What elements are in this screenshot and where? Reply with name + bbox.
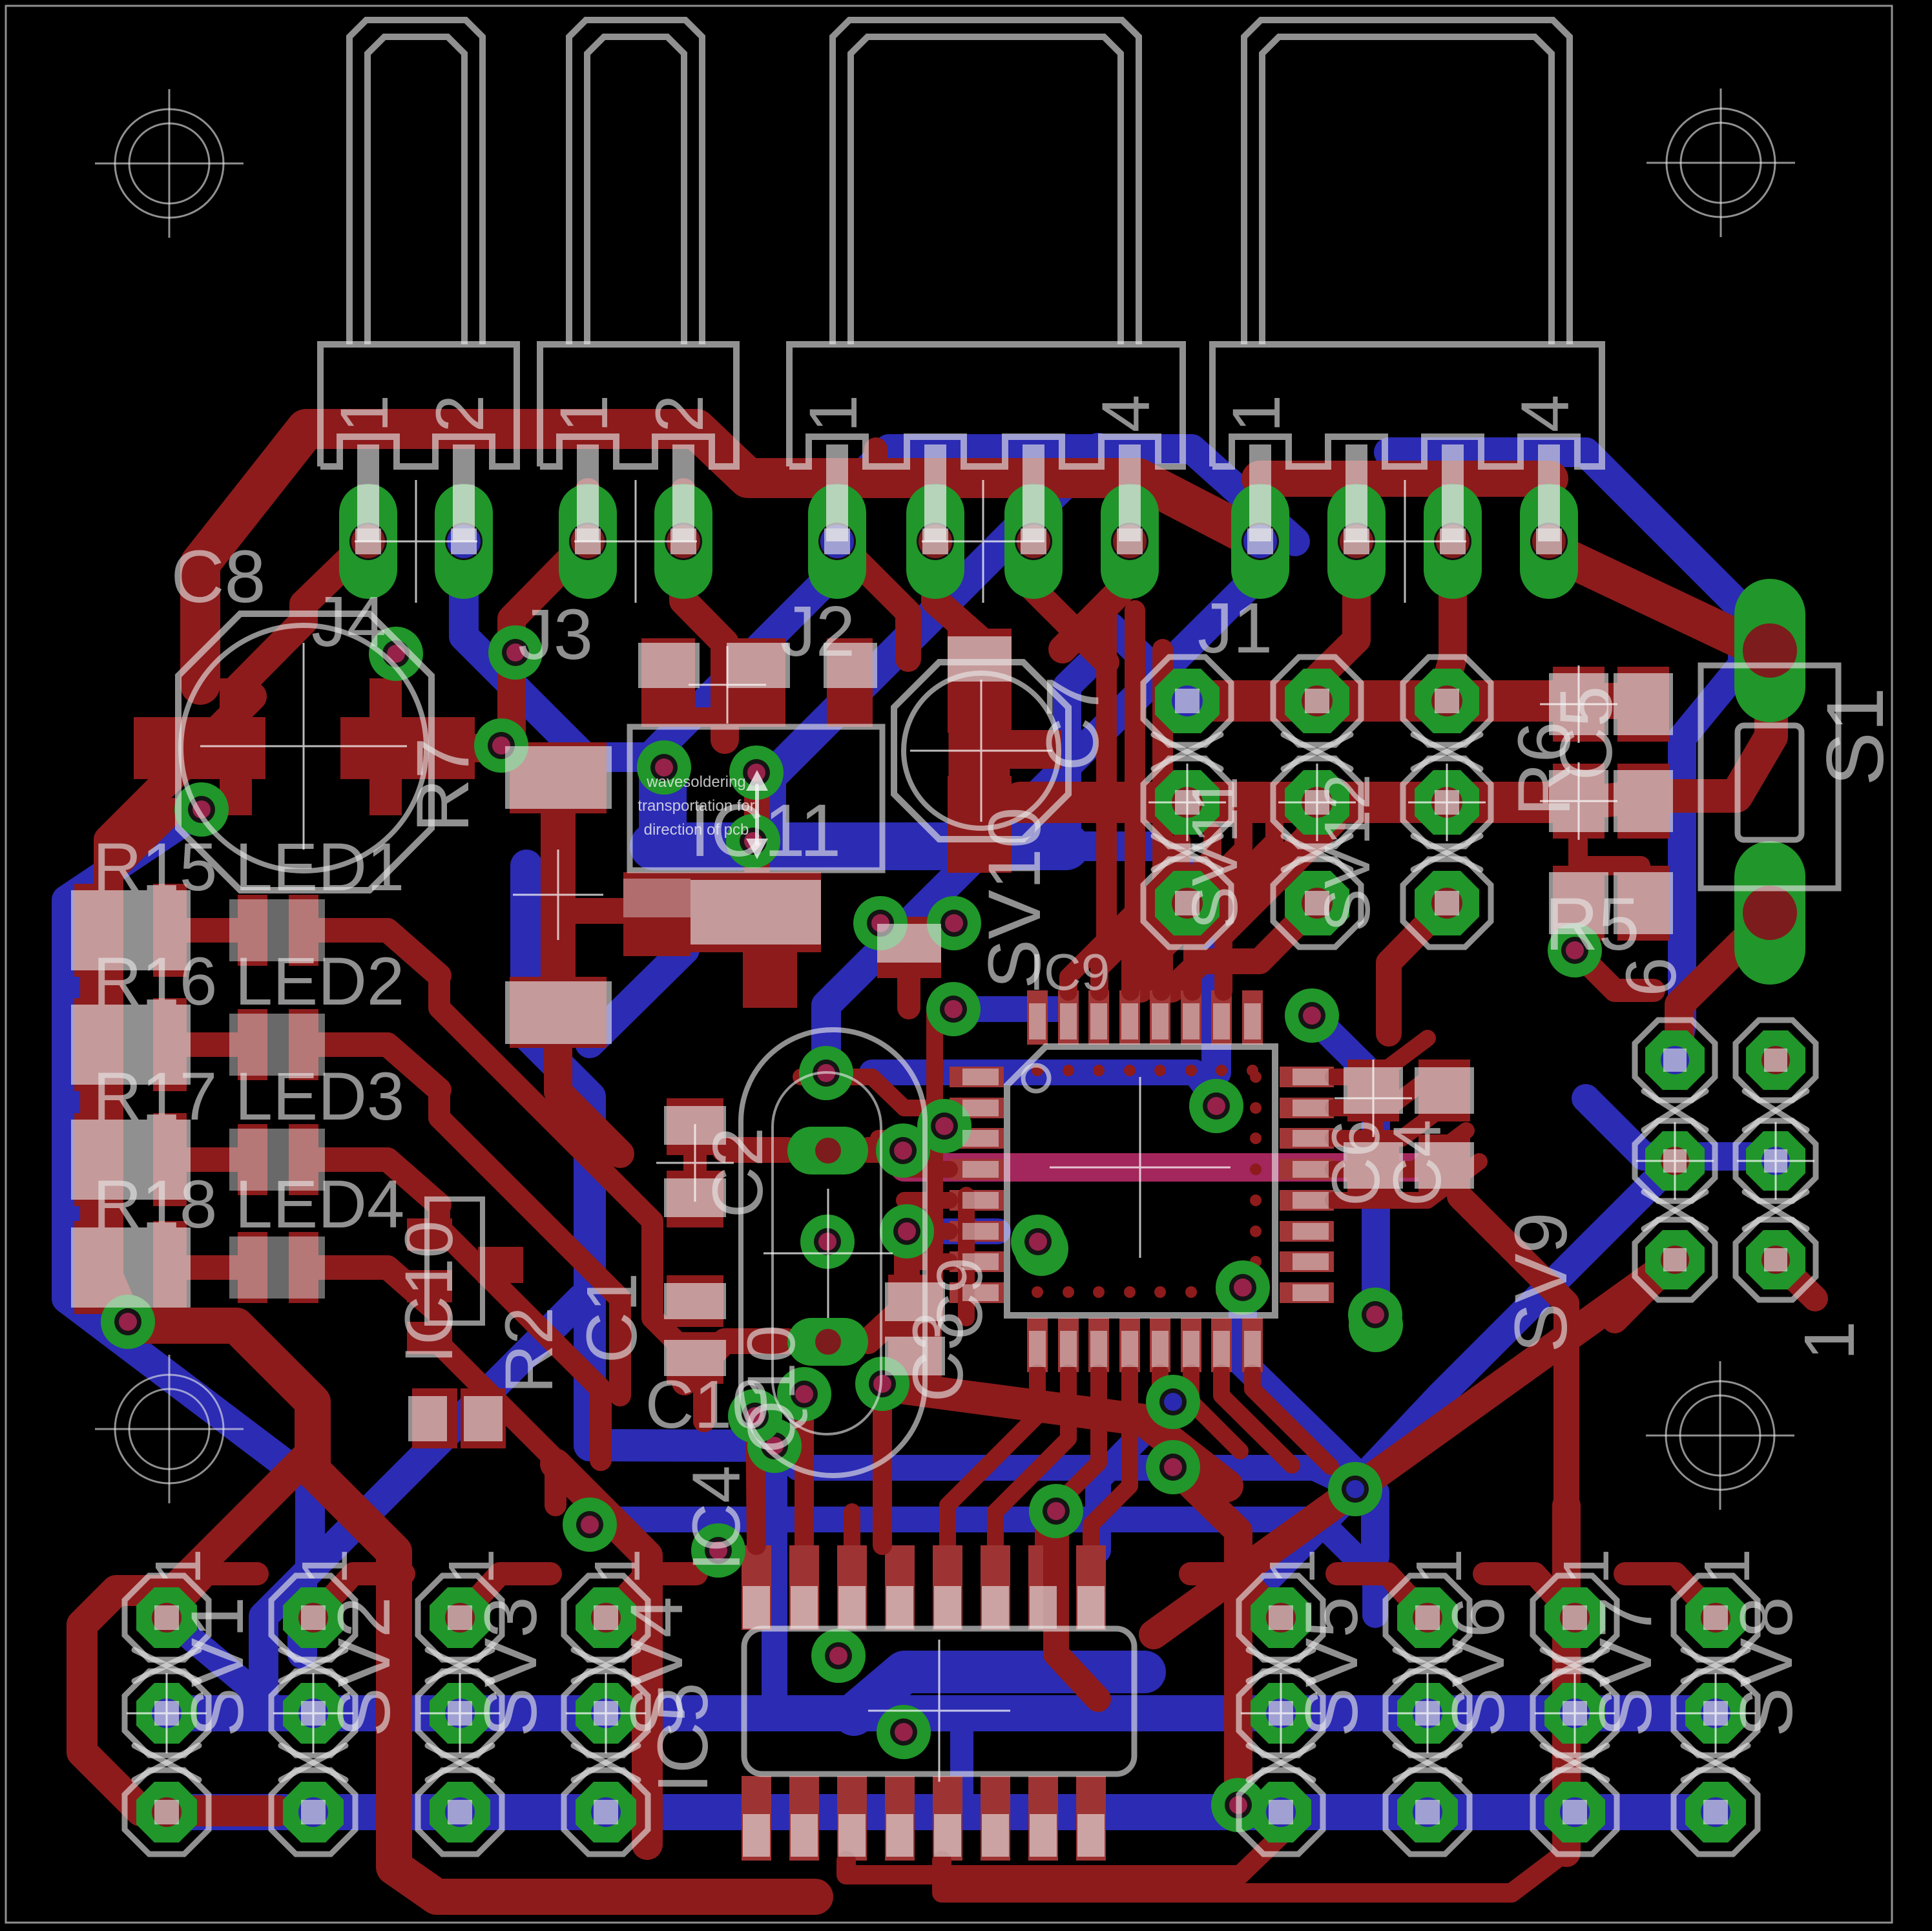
svg-text:SV12: SV12	[1311, 774, 1384, 932]
svg-text:1: 1	[1790, 1320, 1869, 1360]
svg-text:C9: C9	[924, 1257, 996, 1340]
svg-text:C5: C5	[1545, 685, 1628, 780]
svg-text:1: 1	[435, 1549, 508, 1585]
svg-text:C7: C7	[1032, 676, 1114, 771]
svg-text:R2: R2	[492, 1307, 567, 1393]
svg-text:1: 1	[289, 1549, 361, 1585]
svg-text:S1: S1	[1811, 687, 1900, 786]
svg-text:SV6: SV6	[1437, 1596, 1520, 1737]
svg-text:J4: J4	[311, 582, 386, 662]
svg-text:wavesoldering: wavesoldering	[646, 773, 745, 791]
svg-text:1: 1	[546, 395, 622, 432]
svg-text:1: 1	[327, 395, 402, 432]
svg-text:C6: C6	[1318, 1120, 1394, 1206]
svg-text:C8: C8	[171, 536, 265, 618]
svg-text:IC11: IC11	[690, 789, 841, 872]
svg-text:1: 1	[1256, 1549, 1329, 1585]
svg-text:LED2: LED2	[235, 944, 405, 1019]
svg-text:C10: C10	[645, 1367, 770, 1443]
svg-text:R7: R7	[402, 737, 484, 832]
svg-text:IC5: IC5	[643, 1682, 723, 1793]
svg-text:1: 1	[1691, 1549, 1763, 1585]
svg-text:2: 2	[422, 395, 498, 432]
svg-text:R18: R18	[93, 1167, 218, 1242]
svg-text:LED4: LED4	[235, 1167, 405, 1242]
svg-text:direction of pcb: direction of pcb	[644, 821, 749, 839]
svg-text:IC9: IC9	[1030, 943, 1110, 1001]
svg-text:1: 1	[142, 1549, 214, 1585]
svg-text:SV1: SV1	[176, 1596, 259, 1737]
svg-text:R15: R15	[93, 830, 218, 905]
svg-text:R5: R5	[1544, 883, 1639, 966]
svg-text:R17: R17	[93, 1059, 218, 1134]
svg-text:LED1: LED1	[235, 830, 405, 905]
svg-text:J1: J1	[1198, 589, 1272, 668]
svg-text:R16: R16	[93, 944, 218, 1019]
svg-text:C4: C4	[1380, 1120, 1455, 1206]
svg-text:SV3: SV3	[470, 1596, 552, 1737]
svg-text:IC10: IC10	[391, 1220, 467, 1364]
svg-text:1: 1	[1219, 395, 1294, 432]
svg-text:C3: C3	[898, 1311, 978, 1403]
svg-text:C2: C2	[698, 1127, 778, 1218]
svg-text:2: 2	[642, 395, 718, 432]
svg-text:SV5: SV5	[1291, 1596, 1373, 1737]
svg-text:LED3: LED3	[235, 1059, 405, 1134]
svg-text:SV10: SV10	[973, 807, 1056, 988]
svg-text:Q10: Q10	[734, 1325, 809, 1453]
svg-text:IC4: IC4	[679, 1465, 754, 1571]
svg-text:SV7: SV7	[1584, 1596, 1667, 1737]
svg-text:SV2: SV2	[323, 1596, 406, 1737]
svg-text:1: 1	[1403, 1549, 1475, 1585]
svg-text:C1: C1	[572, 1273, 652, 1364]
svg-text:1: 1	[1550, 1549, 1623, 1585]
svg-text:1: 1	[796, 395, 871, 432]
svg-text:1: 1	[581, 1549, 654, 1585]
svg-text:SV8: SV8	[1725, 1596, 1808, 1737]
svg-text:4: 4	[1508, 395, 1583, 432]
svg-text:J3: J3	[518, 595, 593, 674]
svg-text:transportation for: transportation for	[638, 797, 754, 815]
svg-text:SV11: SV11	[1179, 776, 1251, 929]
svg-text:J2: J2	[780, 592, 855, 671]
svg-text:4: 4	[1088, 395, 1164, 432]
svg-text:SV9: SV9	[1500, 1212, 1583, 1352]
svg-text:6: 6	[1612, 957, 1691, 996]
